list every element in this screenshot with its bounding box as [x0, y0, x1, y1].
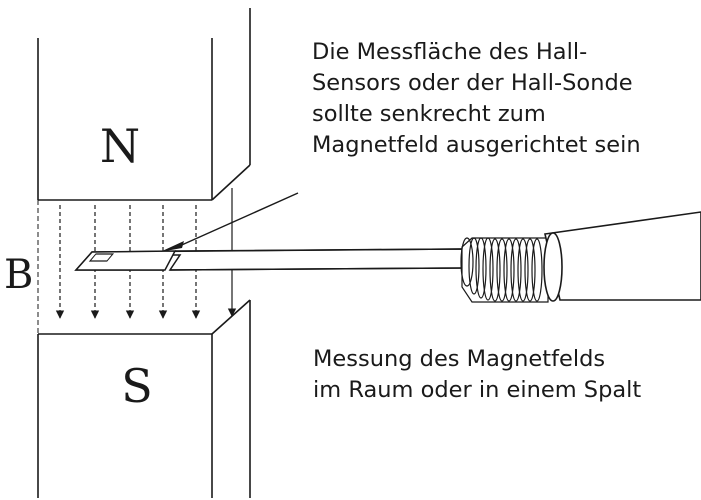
- caption-line: Magnetfeld ausgerichtet sein: [312, 132, 641, 158]
- measurement-caption: Messung des Magnetfelds im Raum oder in …: [313, 344, 641, 406]
- probe-thread: [460, 237, 549, 303]
- pointer-head: [160, 241, 184, 252]
- caption-line: Die Messfläche des Hall-: [312, 39, 588, 65]
- hall-probe: [74, 248, 463, 271]
- sensor-element: [88, 253, 115, 262]
- north-pole-magnet: [37, 8, 251, 201]
- caption-line: Messung des Magnetfelds: [313, 346, 606, 372]
- probe-handle: [543, 211, 701, 302]
- sensor-orientation-caption: Die Messfläche des Hall- Sensors oder de…: [312, 37, 641, 161]
- pointer-line: [174, 192, 299, 249]
- south-pole-magnet: [37, 299, 251, 498]
- north-pole-label: N: [100, 119, 140, 173]
- caption-line: Sensors oder der Hall-Sonde: [312, 70, 633, 96]
- caption-line: im Raum oder in einem Spalt: [313, 377, 642, 403]
- field-label: B: [4, 252, 33, 298]
- south-pole-label: S: [121, 359, 153, 413]
- caption-line: sollte senkrecht zum: [312, 101, 546, 127]
